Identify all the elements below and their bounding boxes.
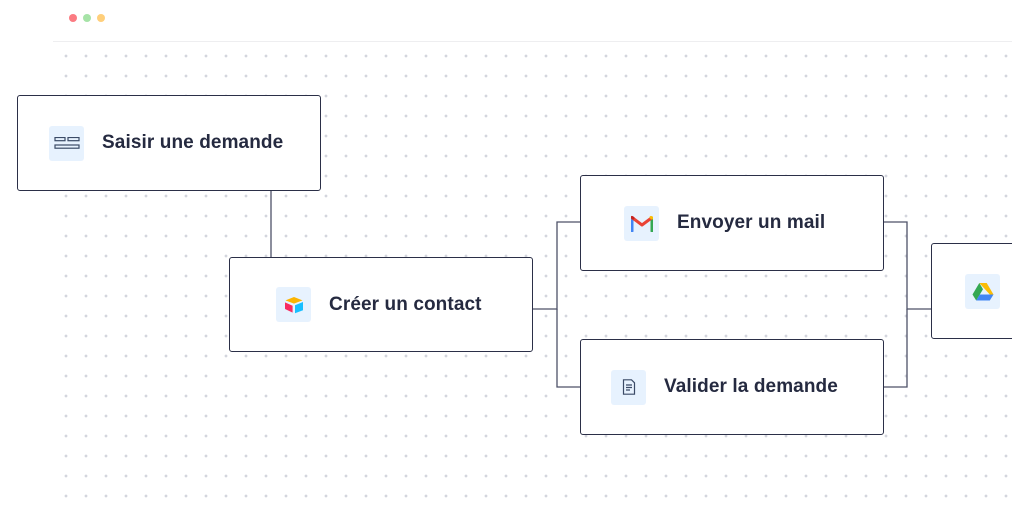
node-label: Créer un contact [329, 293, 482, 315]
node-label: Valider la demande [664, 376, 838, 397]
gmail-icon [624, 205, 659, 241]
node-google-drive[interactable] [931, 243, 1012, 339]
document-icon [611, 369, 646, 405]
header-divider [53, 41, 1012, 42]
window-controls [69, 14, 105, 22]
node-saisir-une-demande[interactable]: Saisir une demande [17, 95, 321, 191]
window-minimize-dot[interactable] [97, 14, 105, 22]
node-label: Envoyer un mail [677, 212, 826, 233]
airtable-icon [276, 287, 311, 322]
window-close-dot[interactable] [69, 14, 77, 22]
node-label: Saisir une demande [102, 132, 284, 153]
edge-envoyer-drive [883, 221, 932, 310]
edge-creer-envoyer [532, 221, 581, 310]
node-creer-un-contact[interactable]: Créer un contact [229, 257, 533, 352]
node-valider-la-demande[interactable]: Valider la demande [580, 339, 884, 435]
window-maximize-dot[interactable] [83, 14, 91, 22]
node-envoyer-un-mail[interactable]: Envoyer un mail [580, 175, 884, 271]
edge-valider-drive [883, 309, 908, 388]
google-drive-icon [965, 273, 1000, 309]
edge-creer-valider [556, 309, 581, 388]
form-icon [49, 125, 84, 161]
